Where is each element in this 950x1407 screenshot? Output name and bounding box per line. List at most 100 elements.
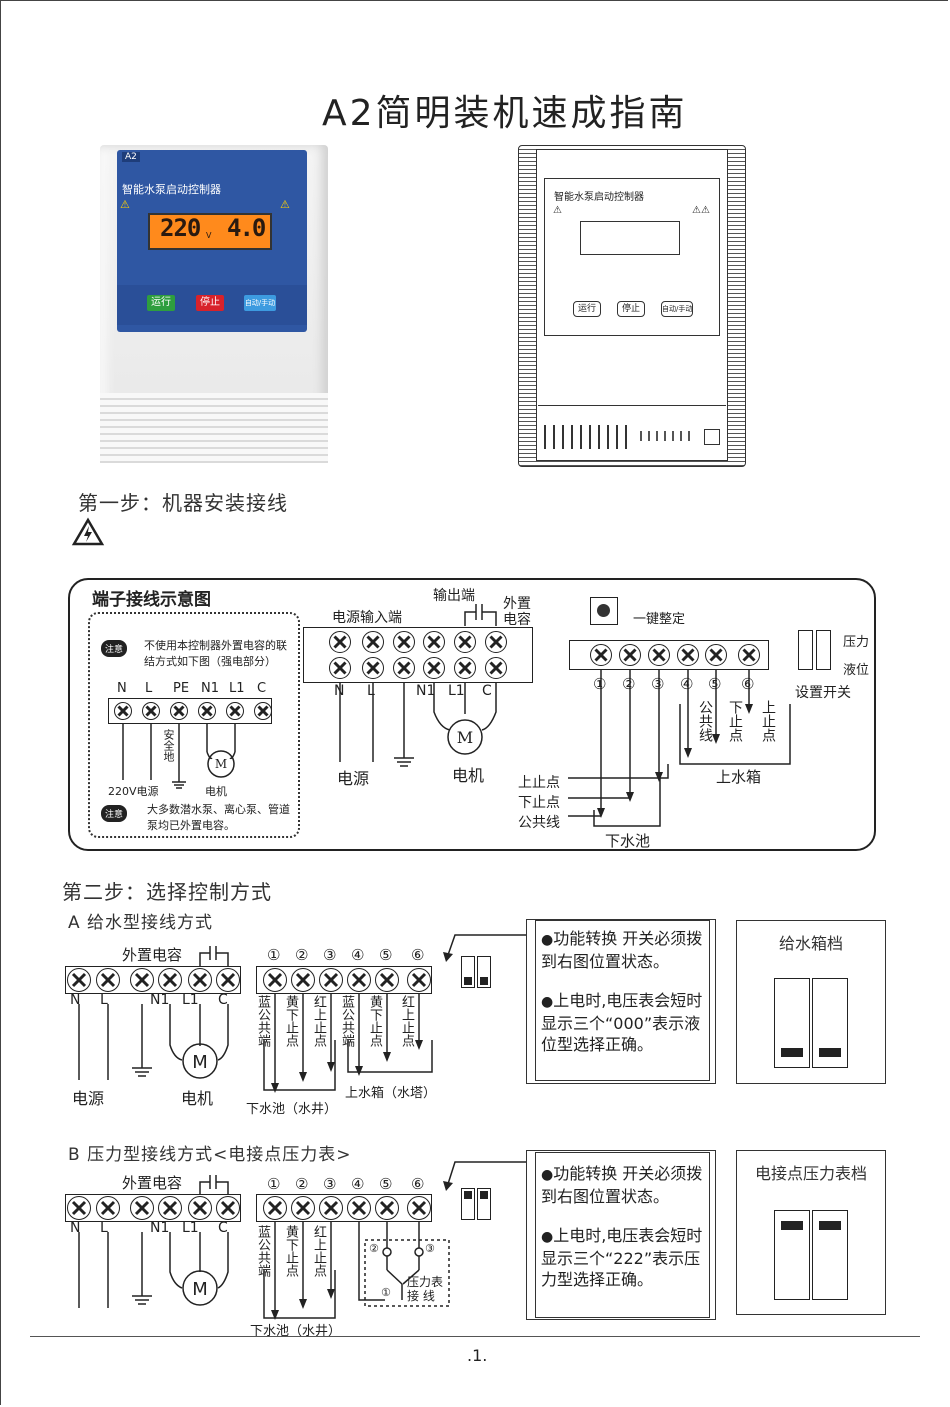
warning-icon: ⚠: [553, 205, 562, 216]
b-wire-label: 黄下止点: [283, 1225, 298, 1277]
main-terminal-screw: [362, 657, 384, 679]
inset-box: [88, 612, 300, 838]
b-power-terminal-screw: [130, 1196, 154, 1220]
footer-rule: [30, 1336, 920, 1337]
a-note-item-2-text: 上电时,电压表会短时显示三个“000”表示液位型选择正确。: [541, 991, 703, 1054]
a-signal-terminal-block: [256, 966, 432, 994]
one-key-label: 一键整定: [633, 612, 686, 627]
main-terminal-block: [303, 627, 533, 683]
main-terminal-screw: [329, 657, 351, 679]
main-terminal-screw: [454, 657, 476, 679]
common-label: 公共线: [518, 815, 560, 831]
b-note-item-1-text: 功能转换 开关必须拨到右图位置状态。: [541, 1164, 703, 1206]
auto-manual-button[interactable]: 自动/手动: [244, 295, 276, 311]
a-power-terminal-screw: [188, 968, 212, 992]
a-upper-tank-label: 上水箱（水塔）: [345, 1086, 437, 1101]
terminal-number: ⑤: [708, 675, 722, 693]
device-title: 智能水泵启动控制器: [122, 183, 221, 196]
b-terminal-number: ⑤: [379, 1175, 393, 1193]
svg-text:M: M: [192, 1052, 208, 1073]
b-terminal-number: ④: [351, 1175, 365, 1193]
b-terminal-label: N1: [150, 1220, 170, 1236]
b-wire-label: 蓝公共端: [255, 1225, 270, 1277]
main-terminal-label: C: [482, 683, 492, 699]
main-terminal-screw: [362, 631, 384, 653]
b-signal-terminal-screw: [291, 1196, 315, 1220]
a-terminal-number: ②: [295, 946, 309, 964]
a-cap-label: 外置电容: [122, 946, 183, 964]
a-terminal-number: ⑥: [411, 946, 425, 964]
a-power-terminal-screw: [216, 968, 240, 992]
b-mode-box: [736, 1150, 886, 1315]
inset-terminal-label: L1: [229, 681, 245, 696]
b-power-terminal-screw: [67, 1196, 91, 1220]
drawing-switch: [704, 429, 720, 445]
a-terminal-label: L: [100, 992, 108, 1008]
a-wire-label: 红上止点: [311, 995, 326, 1047]
svg-text:M: M: [215, 757, 227, 771]
b-power-terminal-screw: [96, 1196, 120, 1220]
a-terminal-label: N: [70, 992, 81, 1008]
drawing-auto-button[interactable]: 自动/手动: [661, 301, 693, 317]
page-number: .1.: [467, 1346, 488, 1365]
switch-caption: 设置开关: [795, 685, 851, 701]
a-wire-label: 黄下止点: [283, 995, 298, 1047]
step2-heading: 第二步：选择控制方式: [62, 880, 272, 904]
a-signal-terminal-screw: [291, 968, 315, 992]
a-note-shadow: [526, 919, 716, 1084]
b-terminal-number: ⑥: [411, 1175, 425, 1193]
b-note-shadow: [526, 1150, 716, 1320]
stop-button[interactable]: 停止: [196, 295, 224, 311]
power-label: 电源: [337, 769, 370, 788]
a-mode-box: [736, 920, 886, 1084]
a-terminal-number: ①: [267, 946, 281, 964]
run-button[interactable]: 运行: [147, 295, 175, 311]
a-terminal-number: ③: [323, 946, 337, 964]
signal-terminal-screw: [738, 644, 760, 666]
warning-icon: ⚠: [280, 198, 290, 211]
vlabel-upper: 上止点: [760, 700, 776, 742]
a-power-terminal-screw: [67, 968, 91, 992]
drawing-terminals: [544, 425, 632, 449]
a-power-terminal-screw: [130, 968, 154, 992]
b-signal-terminal-screw: [319, 1196, 343, 1220]
a-note-item-1: ●功能转换 开关必须拨到右图位置状态。: [541, 929, 703, 971]
a-wire-label: 黄下止点: [367, 995, 382, 1047]
signal-terminal-screw: [677, 644, 699, 666]
warning-icon: ⚠⚠: [692, 205, 710, 216]
signal-terminal-screw: [619, 644, 641, 666]
main-terminal-label: N1: [416, 683, 436, 699]
inset-terminal-screw: [198, 702, 216, 720]
b-mode-switch-graphic: [774, 1210, 850, 1300]
terminal-number: ⑥: [741, 675, 755, 693]
drawing-stop-button[interactable]: 停止: [617, 301, 645, 317]
terminal-diagram: [68, 578, 876, 851]
switch-level-label: 液位: [843, 663, 870, 678]
main-terminal-label: N: [334, 683, 345, 699]
drawing-terminals-small: [640, 431, 696, 441]
inset-terminal-label: C: [257, 681, 267, 696]
b-note-item-1: ●功能转换 开关必须拨到右图位置状态。: [541, 1164, 703, 1206]
inset-terminal-label: PE: [173, 681, 190, 696]
a-wire-label: 红上止点: [399, 995, 414, 1047]
upper-stop-label: 上止点: [518, 775, 560, 791]
a-wire-label: 蓝公共端: [255, 995, 270, 1047]
one-key-calibrate-button[interactable]: [590, 597, 618, 625]
a-note-item-2: ●上电时,电压表会短时显示三个“000”表示液位型选择正确。: [541, 991, 703, 1054]
inset-note2: 大多数潜水泵、离心泵、管道泵均已外置电容。: [147, 803, 290, 832]
drawing-title: 智能水泵启动控制器: [554, 192, 644, 203]
drawing-terminal-strip: [538, 405, 726, 458]
b-wire-label: 红上止点: [311, 1225, 326, 1277]
mode-switch[interactable]: [798, 630, 832, 670]
a-lower-pool-label: 下水池（水井）: [246, 1102, 338, 1117]
b-signal-terminal-block: [256, 1194, 432, 1222]
upper-tank-label: 上水箱: [716, 768, 762, 786]
inset-note1: 不使用本控制器外置电容的联结方式如下图（强电部分）: [144, 639, 287, 668]
drawing-run-button[interactable]: 运行: [573, 301, 601, 317]
drawing-panel: [544, 178, 720, 336]
main-terminal-screw: [393, 631, 415, 653]
